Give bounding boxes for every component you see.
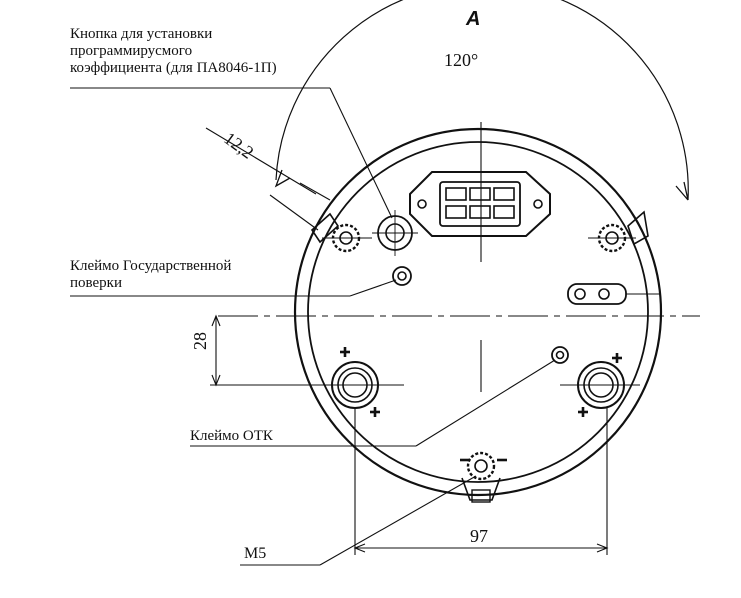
view-letter: A <box>466 8 481 30</box>
connector-pin-5 <box>469 205 491 219</box>
thread-leader <box>319 475 477 566</box>
connector-screw-right <box>533 199 543 209</box>
otk-mark-label: Клеймо ОТК <box>190 428 273 444</box>
state-mark-outer <box>392 266 412 286</box>
left-lug-arm <box>310 212 340 244</box>
thread-label: М5 <box>244 545 267 562</box>
connector-pin-6 <box>493 205 515 219</box>
body-outer-circle <box>293 127 663 497</box>
state-mark-label-line1: Клеймо Государственной <box>70 258 232 274</box>
otk-leader <box>415 359 556 447</box>
connector-socket <box>439 181 521 227</box>
angle-arrow-right <box>675 181 689 201</box>
state-mark-leader <box>349 279 397 297</box>
connector-pin-1 <box>445 187 467 201</box>
bottom-stud-clamp <box>461 477 501 501</box>
connector-screw-left <box>417 199 427 209</box>
right-terminal <box>567 283 627 305</box>
angle-dimension: 120° <box>444 50 479 70</box>
connector-flange <box>409 171 551 237</box>
bottom-stud-gear <box>466 451 496 481</box>
otk-mark <box>551 346 569 364</box>
connector-pin-2 <box>469 187 491 201</box>
button-leader <box>329 87 393 219</box>
state-mark-label: Клеймо Государственной поверки <box>70 258 231 292</box>
program-button-label-line1: Кнопка для установки <box>70 26 213 42</box>
connector-pin-3 <box>493 187 515 201</box>
height-dimension: 28 <box>190 332 210 350</box>
width-dimension: 97 <box>470 526 488 546</box>
program-button-label-line3: коэффициента (для ПА8046-1П) <box>70 60 277 76</box>
right-lug-arm <box>627 210 649 246</box>
body-inner-circle <box>307 141 649 483</box>
program-button-label: Кнопка для установки программирусмого ко… <box>70 26 277 77</box>
program-button-label-line2: программирусмого <box>70 43 193 59</box>
state-mark-label-line2: поверки <box>70 275 122 291</box>
angle-dimension-arc <box>275 0 689 201</box>
connector-pin-4 <box>445 205 467 219</box>
angle-arrow-left <box>274 169 291 188</box>
